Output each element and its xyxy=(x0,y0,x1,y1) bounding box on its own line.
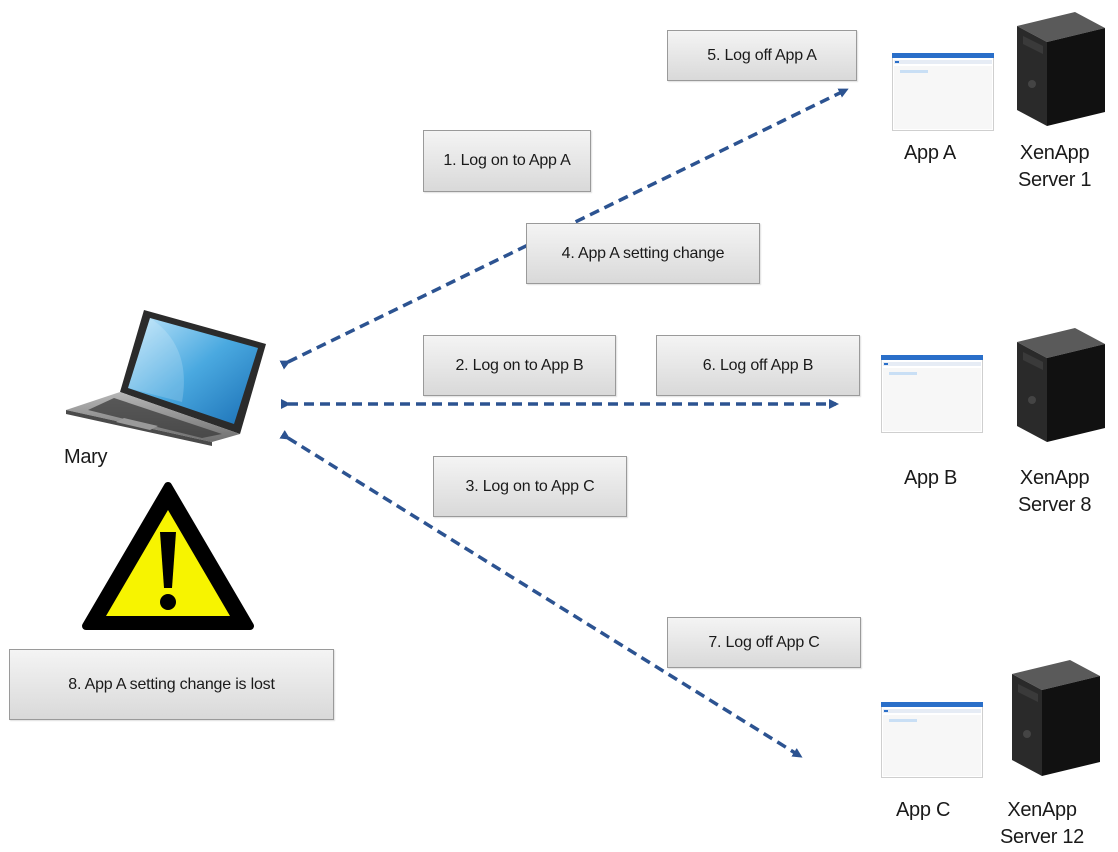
server-12-line2: Server 12 xyxy=(1000,826,1085,848)
step-2-box: 2. Log on to App B xyxy=(423,335,616,396)
server-1-icon xyxy=(1017,12,1105,126)
server-1-line1: XenApp xyxy=(1019,142,1090,164)
server-1-label: XenApp Server 1 xyxy=(1018,140,1091,194)
step-8-box: 8. App A setting change is lost xyxy=(9,649,334,720)
step-4-box: 4. App A setting change xyxy=(526,223,760,284)
step-3-box: 3. Log on to App C xyxy=(433,456,627,517)
server-8-label: XenApp Server 8 xyxy=(1018,465,1091,519)
app-c-label: App C xyxy=(896,799,951,821)
arrow-mary-app-c xyxy=(279,430,803,758)
app-a-window-icon xyxy=(892,53,994,131)
step-5-box: 5. Log off App A xyxy=(667,30,857,81)
user-name-label: Mary xyxy=(64,446,108,468)
server-12-icon xyxy=(1012,660,1100,776)
app-c-window-icon xyxy=(881,702,983,778)
app-a-label: App A xyxy=(904,142,956,164)
server-12-line1: XenApp xyxy=(1007,799,1077,821)
server-8-icon xyxy=(1017,328,1105,442)
app-b-window-icon xyxy=(881,355,983,433)
server-1-line2: Server 1 xyxy=(1018,169,1092,191)
warning-icon xyxy=(82,482,254,630)
server-8-line2: Server 8 xyxy=(1018,494,1092,516)
server-12-label: XenApp Server 12 xyxy=(1000,797,1084,851)
laptop-icon xyxy=(66,310,266,446)
app-b-label: App B xyxy=(904,467,957,489)
step-1-box: 1. Log on to App A xyxy=(423,130,591,192)
step-7-box: 7. Log off App C xyxy=(667,617,861,668)
step-6-box: 6. Log off App B xyxy=(656,335,860,396)
server-8-line1: XenApp xyxy=(1019,467,1090,489)
